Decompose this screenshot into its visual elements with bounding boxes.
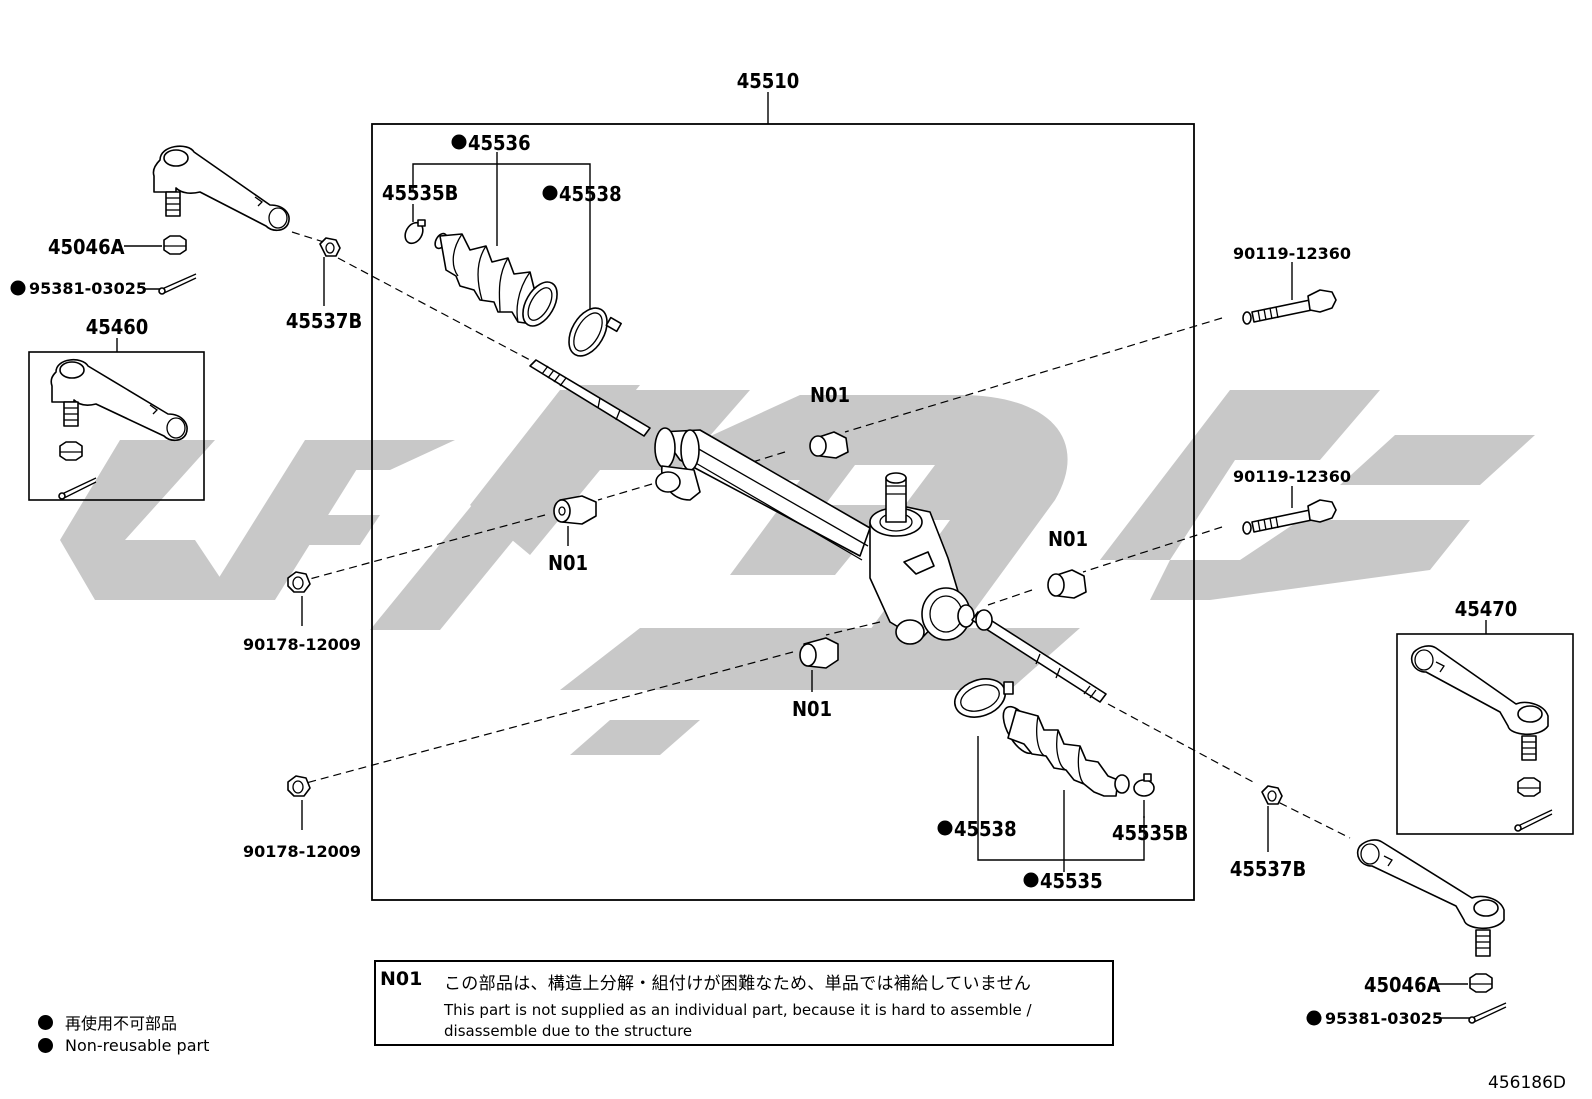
note-code: N01 — [380, 968, 423, 990]
tie-rod-end-left — [152, 145, 290, 232]
bushing-n01-right — [1047, 569, 1087, 599]
legend-japanese-text: 再使用不可部品 — [65, 1014, 178, 1033]
part-number-45046a-left: 45046A — [48, 235, 125, 259]
bushing-n01-left — [553, 495, 597, 525]
assembly-part-number: 45510 — [737, 69, 800, 93]
boot-clamp-large-top — [568, 307, 622, 357]
flange-nut-90178-upper — [287, 571, 311, 593]
part-number-90178-lower: 90178-12009 — [243, 842, 361, 861]
castle-nut-left — [163, 235, 187, 255]
part-number-45538-top: 45538 — [559, 182, 622, 206]
boot-clamp-small-bottom — [1133, 773, 1155, 797]
part-number-45535-bottom: 45535 — [1040, 869, 1103, 893]
n01-label-upper-center: N01 — [810, 383, 850, 407]
cotter-pin-right — [1468, 1002, 1507, 1024]
n01-label-right: N01 — [1048, 527, 1088, 551]
filled-circle-icon — [38, 1014, 53, 1030]
flange-nut-90178-lower — [287, 775, 311, 797]
note-japanese: この部品は、構造上分解・組付けが困難なため、単品では補給していません — [444, 974, 1032, 994]
assembly-frame — [371, 123, 1195, 901]
non-reusable-bullet-icon — [10, 280, 26, 296]
n01-note-box: N01 この部品は、構造上分解・組付けが困難なため、単品では補給していません T… — [374, 960, 1114, 1046]
boot-clamp-small-top — [404, 219, 426, 245]
part-number-95381-left: 95381-03025 — [29, 279, 147, 298]
n01-label-left: N01 — [548, 551, 588, 575]
illustration-reference-code: 456186D — [1488, 1073, 1566, 1093]
castle-nut-right — [1469, 973, 1493, 993]
steering-rack-gear — [529, 359, 1107, 703]
tie-rod-end-right — [1356, 839, 1505, 957]
part-number-45460: 45460 — [86, 315, 149, 339]
bolt-90119-lower — [1242, 499, 1337, 535]
tie-rod-end-45460 — [50, 359, 188, 500]
steering-rack-boot-bottom — [1002, 705, 1130, 797]
n01-label-lower: N01 — [792, 697, 832, 721]
bolt-90119-upper — [1242, 289, 1337, 325]
cotter-pin-left — [158, 273, 197, 295]
part-number-90178-upper: 90178-12009 — [243, 635, 361, 654]
lock-nut-45537b-left — [319, 237, 341, 257]
legend-japanese: 再使用不可部品 — [38, 1010, 177, 1034]
tie-rod-end-45470 — [1410, 645, 1553, 832]
part-number-45538-bottom: 45538 — [954, 817, 1017, 841]
part-number-95381-right: 95381-03025 — [1325, 1009, 1443, 1028]
boot-clamp-large-bottom — [954, 678, 1014, 718]
part-number-45535b-bottom: 45535B — [1112, 821, 1188, 845]
note-english: This part is not supplied as an individu… — [444, 1001, 1032, 1040]
non-reusable-bullet-icon — [542, 185, 558, 201]
bushing-n01-upper-center — [809, 431, 849, 459]
non-reusable-bullet-icon — [1023, 872, 1039, 888]
part-number-45535b-top: 45535B — [382, 181, 458, 205]
steering-rack-boot-top — [434, 232, 558, 327]
filled-circle-icon — [38, 1038, 53, 1053]
legend-english: Non-reusable part — [38, 1036, 209, 1055]
part-number-90119-upper: 90119-12360 — [1233, 244, 1351, 263]
bushing-n01-lower — [799, 637, 839, 669]
part-number-90119-lower: 90119-12360 — [1233, 467, 1351, 486]
part-number-45536-top: 45536 — [468, 131, 531, 155]
non-reusable-bullet-icon — [937, 820, 953, 836]
legend-english-text: Non-reusable part — [65, 1036, 210, 1055]
part-number-45046a-right: 45046A — [1364, 973, 1441, 997]
tie-rod-end-45470-box — [1396, 633, 1574, 835]
lock-nut-45537b-right — [1261, 785, 1283, 805]
non-reusable-bullet-icon — [1306, 1010, 1322, 1026]
part-number-45470: 45470 — [1455, 597, 1518, 621]
non-reusable-bullet-icon — [451, 134, 467, 150]
part-number-45537b-left: 45537B — [286, 309, 362, 333]
part-number-45537b-right: 45537B — [1230, 857, 1306, 881]
